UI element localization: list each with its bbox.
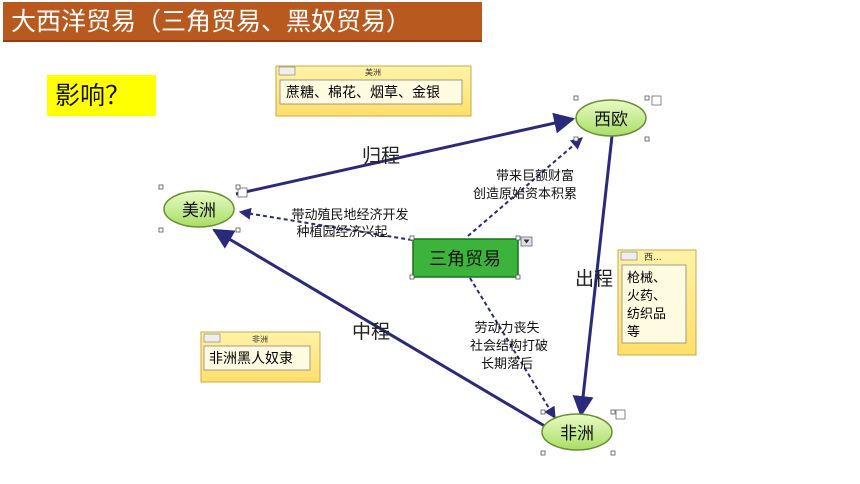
note-europe[interactable]: 西... 枪械、 火药、 纺织品 等	[617, 249, 697, 356]
node-americas-link-icon[interactable]	[237, 187, 248, 198]
note-europe-controls-icon[interactable]	[620, 251, 638, 261]
effect-arrow-africa	[469, 277, 556, 420]
node-africa-link-icon[interactable]	[615, 409, 626, 420]
effect-africa-line-1: 劳动力丧失	[474, 320, 539, 336]
note-africa[interactable]: 非洲 非洲黑人奴隶	[200, 331, 321, 383]
effect-africa-line-2: 社会结构打破	[470, 338, 548, 354]
node-europe-shape	[575, 99, 647, 137]
note-europe-line-1: 枪械、	[627, 270, 666, 286]
note-europe-line-4: 等	[627, 324, 640, 340]
node-africa[interactable]: 非洲	[541, 409, 626, 451]
note-europe-header: 西...	[644, 252, 662, 263]
note-africa-controls-icon[interactable]	[203, 333, 221, 343]
note-africa-body-box	[203, 345, 311, 371]
slide-title: 大西洋贸易（三角贸易、黑奴贸易）	[3, 2, 482, 42]
effect-americas-line-2: 种植园经济兴起	[296, 225, 387, 240]
edge-label-middle-passage: 中程	[352, 321, 390, 343]
edge-outward-leg	[572, 135, 614, 418]
effect-arrow-americas	[238, 207, 413, 241]
note-americas-body: 蔗糖、棉花、烟草、金银	[286, 84, 440, 101]
node-europe-link-icon[interactable]	[651, 95, 662, 106]
note-africa-body: 非洲黑人奴隶	[209, 350, 293, 367]
edge-label-return-leg: 归程	[362, 145, 400, 167]
node-americas[interactable]: 美洲	[163, 187, 248, 228]
note-europe-line-2: 火药、	[627, 289, 666, 304]
note-americas-body-box	[279, 79, 463, 105]
node-europe[interactable]: 西欧	[575, 95, 662, 137]
effect-europe-line-2: 创造原始资本积累	[473, 187, 577, 202]
node-americas-shape	[163, 190, 235, 228]
effect-africa-line-3: 长期落后	[481, 357, 533, 372]
node-africa-label: 非洲	[560, 424, 594, 444]
question-label: 影响？	[47, 75, 156, 116]
edge-middle-passage	[212, 228, 549, 430]
selection-handles	[158, 95, 650, 456]
note-europe-body-box	[621, 264, 687, 344]
effect-europe-line-1: 带来巨额财富	[496, 168, 574, 184]
node-center-label: 三角贸易	[429, 249, 501, 270]
node-americas-label: 美洲	[182, 201, 216, 221]
edge-return-leg	[235, 112, 576, 196]
edge-label-outward-leg: 出程	[575, 268, 613, 290]
node-center[interactable]: 三角贸易	[412, 236, 533, 278]
chevron-down-icon	[523, 239, 530, 244]
note-americas[interactable]: 美洲 蔗糖、棉花、烟草、金银	[275, 65, 472, 117]
note-africa-header: 非洲	[252, 334, 268, 344]
note-europe-line-3: 纺织品	[627, 307, 666, 322]
node-europe-label: 西欧	[594, 110, 628, 130]
note-americas-header: 美洲	[365, 67, 381, 77]
node-center-shape	[412, 238, 519, 278]
note-americas-controls-icon[interactable]	[278, 66, 296, 76]
node-africa-shape	[541, 413, 613, 451]
effect-americas-line-1: 带动殖民地经济开发	[291, 207, 408, 223]
